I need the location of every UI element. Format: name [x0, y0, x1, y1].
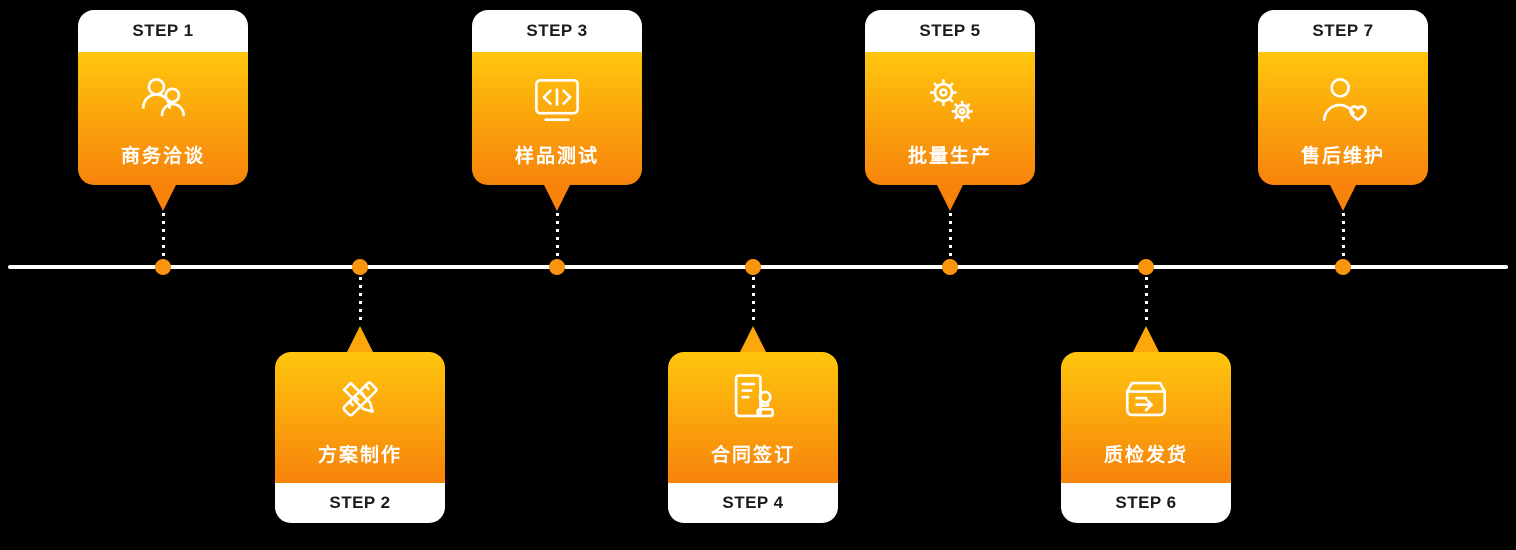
code-test-monitor-icon — [527, 70, 587, 130]
step-3-label: STEP 3 — [526, 21, 588, 40]
step-6-title: 质检发货 — [1103, 444, 1188, 466]
step-5-card: STEP 5 批量生产 — [865, 10, 1035, 185]
step-4-card: 合同签订 STEP 4 — [668, 352, 838, 523]
dotted-connector — [161, 213, 165, 258]
gears-icon — [920, 70, 980, 130]
card-pointer-down — [937, 185, 963, 211]
people-meeting-icon — [133, 70, 193, 130]
step-5-header: STEP 5 — [865, 10, 1035, 52]
step-group-2: 方案制作 STEP 2 — [275, 0, 445, 550]
step-1-card: STEP 1 商务洽谈 — [78, 10, 248, 185]
card-pointer-up — [740, 326, 766, 352]
step-4-footer: STEP 4 — [668, 483, 838, 523]
step-2-label: STEP 2 — [329, 493, 391, 512]
card-pointer-up — [1133, 326, 1159, 352]
step-group-7: STEP 7 售后维护 — [1258, 0, 1428, 550]
timeline-dot — [352, 259, 368, 275]
step-6-card: 质检发货 STEP 6 — [1061, 352, 1231, 523]
step-1-title: 商务洽谈 — [120, 145, 205, 167]
step-3-card: STEP 3 样品测试 — [472, 10, 642, 185]
step-6-body: 质检发货 — [1061, 352, 1231, 483]
timeline-dot — [1138, 259, 1154, 275]
timeline-dot — [549, 259, 565, 275]
step-4-label: STEP 4 — [722, 493, 784, 512]
timeline-dot — [942, 259, 958, 275]
step-group-6: 质检发货 STEP 6 — [1061, 0, 1231, 550]
card-pointer-down — [150, 185, 176, 211]
step-group-4: 合同签订 STEP 4 — [668, 0, 838, 550]
step-7-label: STEP 7 — [1312, 21, 1374, 40]
dotted-connector — [1144, 277, 1148, 323]
step-2-footer: STEP 2 — [275, 483, 445, 523]
card-pointer-down — [544, 185, 570, 211]
step-2-title: 方案制作 — [317, 444, 402, 466]
step-5-label: STEP 5 — [919, 21, 981, 40]
step-5-title: 批量生产 — [907, 145, 992, 167]
step-1-body: 商务洽谈 — [78, 52, 248, 185]
step-3-title: 样品测试 — [514, 145, 599, 167]
step-1-header: STEP 1 — [78, 10, 248, 52]
dotted-connector — [555, 213, 559, 258]
timeline-dot — [155, 259, 171, 275]
step-2-body: 方案制作 — [275, 352, 445, 483]
step-2-card: 方案制作 STEP 2 — [275, 352, 445, 523]
customer-care-heart-icon — [1313, 70, 1373, 130]
step-4-title: 合同签订 — [710, 444, 795, 466]
timeline-dot — [745, 259, 761, 275]
step-group-5: STEP 5 批量生产 — [865, 0, 1035, 550]
timeline-dot — [1335, 259, 1351, 275]
step-7-body: 售后维护 — [1258, 52, 1428, 185]
shipping-box-icon — [1116, 369, 1176, 429]
card-pointer-up — [347, 326, 373, 352]
step-1-label: STEP 1 — [132, 21, 194, 40]
dotted-connector — [1341, 213, 1345, 258]
step-5-body: 批量生产 — [865, 52, 1035, 185]
step-7-header: STEP 7 — [1258, 10, 1428, 52]
card-pointer-down — [1330, 185, 1356, 211]
step-3-header: STEP 3 — [472, 10, 642, 52]
pencil-ruler-icon — [330, 369, 390, 429]
dotted-connector — [948, 213, 952, 258]
step-group-1: STEP 1 商务洽谈 — [78, 0, 248, 550]
step-6-label: STEP 6 — [1115, 493, 1177, 512]
step-6-footer: STEP 6 — [1061, 483, 1231, 523]
step-3-body: 样品测试 — [472, 52, 642, 185]
dotted-connector — [751, 277, 755, 323]
step-group-3: STEP 3 样品测试 — [472, 0, 642, 550]
step-7-card: STEP 7 售后维护 — [1258, 10, 1428, 185]
step-4-body: 合同签订 — [668, 352, 838, 483]
contract-stamp-icon — [723, 369, 783, 429]
dotted-connector — [358, 277, 362, 323]
step-7-title: 售后维护 — [1300, 145, 1385, 167]
